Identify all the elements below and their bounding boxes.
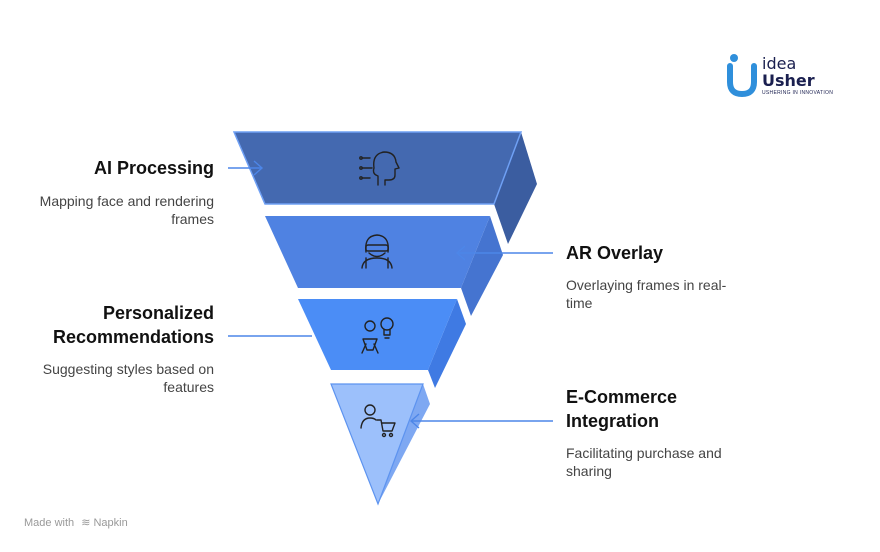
logo-tagline: USHERING IN INNOVATION: [762, 90, 834, 96]
funnel-layer-ecommerce: [330, 383, 430, 506]
funnel-layer-recommendations: [298, 299, 466, 388]
stage-description-ai-processing: Mapping face and rendering frames: [39, 193, 214, 227]
logo-u-mark-icon: [727, 54, 757, 98]
stage-description-ar-overlay: Overlaying frames in real- time: [566, 277, 727, 311]
napkin-icon: ≋: [81, 517, 91, 529]
stage-title-recommendations: Personalized Recommendations: [52, 303, 214, 347]
made-with-footer[interactable]: Made with ≋ Napkin: [24, 516, 128, 529]
logo-word-usher: Usher: [762, 71, 815, 90]
footer-prefix: Made with: [24, 517, 75, 529]
logo-word-idea: idea: [762, 54, 797, 73]
stage-title-ar-overlay: AR Overlay: [566, 243, 664, 263]
stage-description-ecommerce: Facilitating purchase and sharing: [566, 445, 722, 479]
person-bulb-icon: [361, 317, 394, 354]
ai-head-icon: [359, 151, 400, 186]
connector-lines: [228, 160, 553, 429]
person-cart-icon: [360, 404, 396, 438]
idea-usher-logo: idea Usher USHERING IN INNOVATION: [724, 52, 834, 100]
stage-title-ecommerce: E-Commerce Integration: [566, 387, 678, 431]
funnel-layer-ar-overlay: [265, 216, 503, 316]
funnel-layer-ai-processing: [232, 131, 537, 244]
stage-description-recommendations: Suggesting styles based on features: [42, 361, 214, 395]
footer-brand: Napkin: [93, 517, 128, 529]
stage-title-ai-processing: AI Processing: [93, 158, 214, 178]
ar-person-icon: [361, 234, 393, 269]
